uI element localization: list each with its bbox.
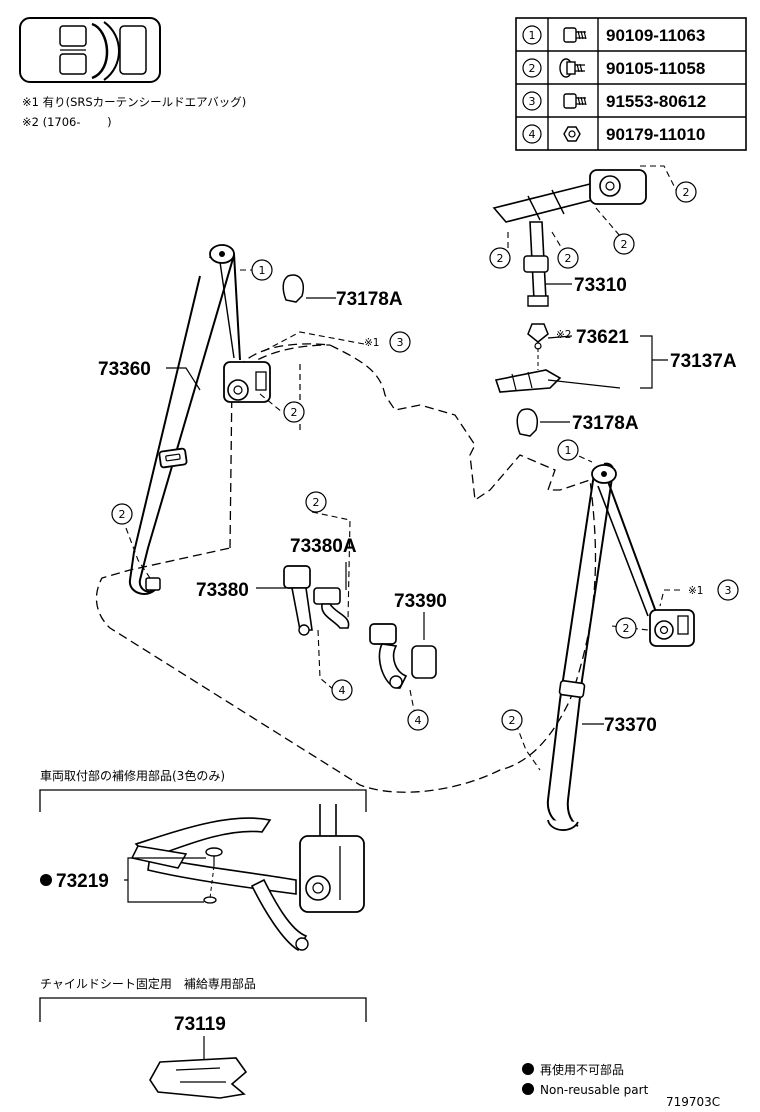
table-row: 2 90105-11058 [522,58,705,78]
svg-text:2: 2 [683,186,690,199]
row-index: 2 [529,62,536,75]
seat-top-line [235,344,331,377]
callout: 2 [283,401,305,423]
callout: 2 [489,247,511,269]
svg-text:2: 2 [119,508,126,521]
retractor-icon [223,361,271,403]
callout: 2 [615,617,637,639]
callout-airbag-bolt: ※1 3 [688,579,739,601]
non-reusable-dot-icon [522,1083,534,1095]
part-label: 73119 [174,1014,226,1035]
row-index: 3 [529,95,536,108]
leader-lines [125,165,680,771]
row-index: 1 [529,29,536,42]
callout: 2 [557,247,579,269]
svg-text:2: 2 [313,496,320,509]
section-title-child-seat: チャイルドシート固定用 補給専用部品 [40,976,256,991]
anchor-bracket-assembly [130,804,365,952]
svg-text:4: 4 [415,714,422,727]
svg-text:※1: ※1 [688,585,703,597]
callout: 4 [407,709,429,731]
part-label: 73360 [98,359,151,380]
legend-jp: 再使用不可部品 [540,1062,624,1077]
callout: 2 [305,491,327,513]
svg-text:2: 2 [623,622,630,635]
row-index: 4 [529,128,536,141]
row-part-number: 91553-80612 [606,92,706,111]
clip-icon [527,323,549,350]
callout: 2 [111,503,133,525]
callout: 1 [557,439,579,461]
non-reusable-dot-icon [40,874,52,886]
part-label: 73380A [290,536,357,557]
buckle-73390 [369,623,437,689]
svg-text:1: 1 [259,264,266,277]
bolt-table: 1 90109-11063 2 90105-11058 3 91553-8061… [515,17,747,151]
callout: 1 [251,259,273,281]
section-bracket [39,789,367,812]
legend-en: Non-reusable part [540,1083,649,1097]
svg-text:3: 3 [725,584,732,597]
bracket-icon [494,348,562,393]
cover-icon [516,408,538,437]
center-retractor-assembly [492,169,647,307]
nut-icon [563,126,581,142]
section-bracket [39,997,367,1022]
cover-icon [282,274,304,303]
svg-text:2: 2 [509,714,516,727]
callout: 2 [501,709,523,731]
svg-text:2: 2 [291,406,298,419]
part-label: 73137A [670,351,737,372]
row-part-number: 90179-11010 [606,125,705,144]
table-row: 4 90179-11010 [522,124,705,144]
table-row: 1 90109-11063 [522,25,705,45]
svg-text:4: 4 [339,684,346,697]
diagram-code: 719703C [666,1095,720,1109]
part-label: 73178A [572,413,639,434]
svg-text:※1: ※1 [364,337,379,349]
svg-text:1: 1 [565,444,572,457]
part-label: 73178A [336,289,403,310]
row-part-number: 90105-11058 [606,59,705,78]
buckle-73380a [313,587,350,629]
buckle-73380 [283,565,313,636]
table-row: 3 91553-80612 [522,91,706,111]
callout: 4 [331,679,353,701]
callout: 2 [675,181,697,203]
row-part-number: 90109-11063 [606,26,705,45]
anchor-plate-icon [149,1057,248,1099]
part-leaders [124,857,206,903]
part-label: 73390 [394,591,447,612]
part-label: 73310 [574,275,627,296]
part-label: 73380 [196,580,249,601]
svg-text:2: 2 [621,238,628,251]
svg-text:3: 3 [397,336,404,349]
part-label: 73621 [576,327,629,348]
left-seatbelt-assembly [128,244,271,595]
callout-airbag-bolt: ※1 3 [364,331,411,353]
callout: 2 [613,233,635,255]
part-label: 73219 [56,871,109,892]
svg-text:2: 2 [565,252,572,265]
svg-text:2: 2 [497,252,504,265]
vehicle-layout-icon [19,17,161,83]
note-date: ※2 (1706- ) [22,115,112,129]
retractor-icon [649,609,695,647]
non-reusable-dot-icon [522,1063,534,1075]
section-title-repair: 車両取付部の補修用部品(3色のみ) [40,768,225,783]
date-mark: ※2 [556,329,571,341]
part-leaders [166,283,668,725]
note-airbag: ※1 有り(SRSカーテンシールドエアバッグ) [22,95,246,109]
part-label: 73370 [604,715,657,736]
right-seatbelt-assembly [546,462,695,831]
